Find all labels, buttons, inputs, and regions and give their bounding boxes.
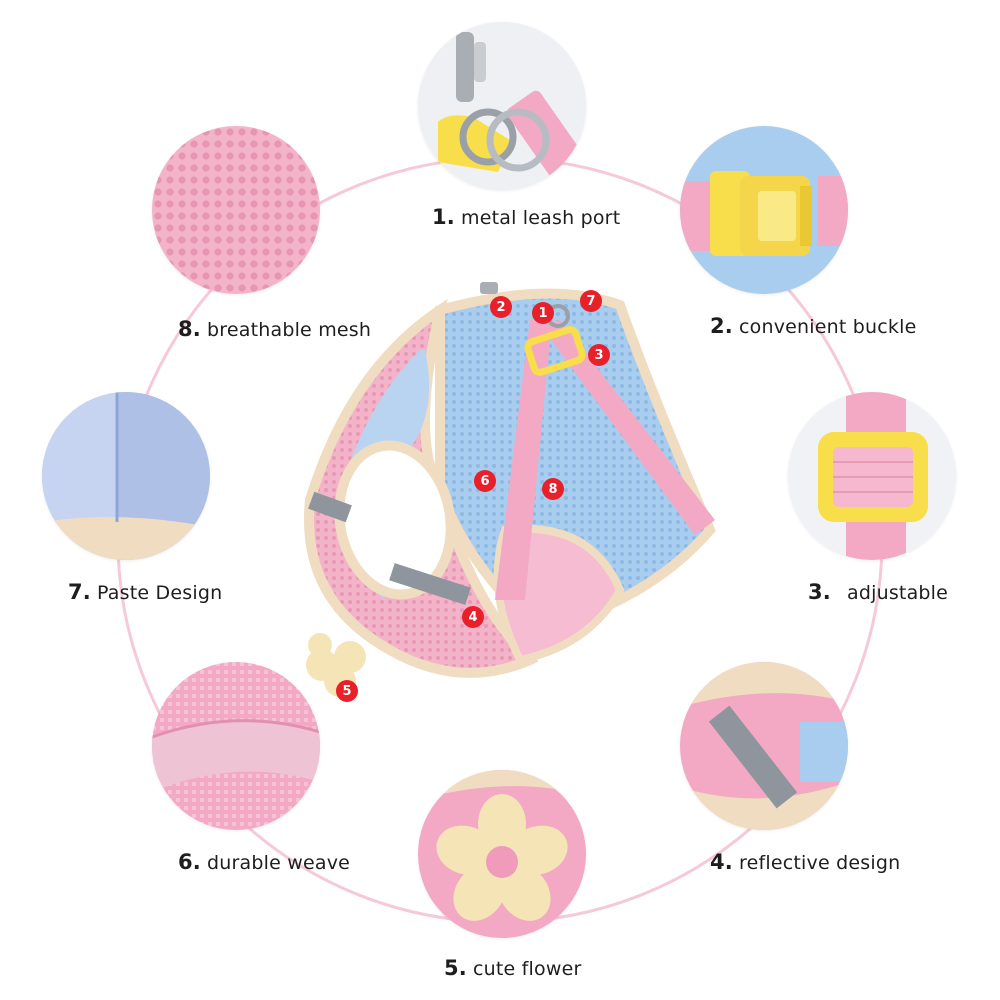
- harness-icon: [304, 282, 716, 697]
- detail-buckle: [680, 126, 848, 294]
- callout-2: 2: [490, 296, 512, 318]
- callout-1: 1: [532, 302, 554, 324]
- reflective-strip-icon: [680, 662, 848, 830]
- detail-leash-port: [418, 22, 586, 190]
- feature-label-6: 6.durable weave: [178, 850, 351, 874]
- feature-label-2: 2.convenient buckle: [710, 314, 917, 338]
- detail-mesh: [152, 126, 320, 294]
- feature-label-3: 3.adjustable: [808, 580, 949, 604]
- detail-weave: [152, 662, 320, 830]
- callout-3: 3: [588, 344, 610, 366]
- callout-7: 7: [580, 290, 602, 312]
- detail-reflective: [680, 662, 848, 830]
- callout-6: 6: [474, 470, 496, 492]
- feature-label-5: 5.cute flower: [444, 956, 582, 980]
- flower-icon: [418, 770, 586, 938]
- detail-flower: [418, 770, 586, 938]
- velcro-icon: [42, 392, 210, 560]
- callout-8: 8: [542, 478, 564, 500]
- slider-ring-icon: [788, 392, 956, 560]
- detail-adjustable: [788, 392, 956, 560]
- feature-label-4: 4.reflective design: [710, 850, 901, 874]
- feature-label-1: 1.metal leash port: [432, 205, 621, 229]
- leash-clip-icon: [418, 22, 586, 190]
- callout-4: 4: [462, 606, 484, 628]
- detail-paste: [42, 392, 210, 560]
- feature-label-7: 7.Paste Design: [68, 580, 223, 604]
- buckle-icon: [680, 126, 848, 294]
- harness-illustration: 1 2 3 4 5 6 7 8: [290, 270, 730, 710]
- mesh-icon: [152, 126, 320, 294]
- callout-5: 5: [336, 680, 358, 702]
- webbing-icon: [152, 662, 320, 830]
- feature-label-8: 8.breathable mesh: [178, 317, 372, 341]
